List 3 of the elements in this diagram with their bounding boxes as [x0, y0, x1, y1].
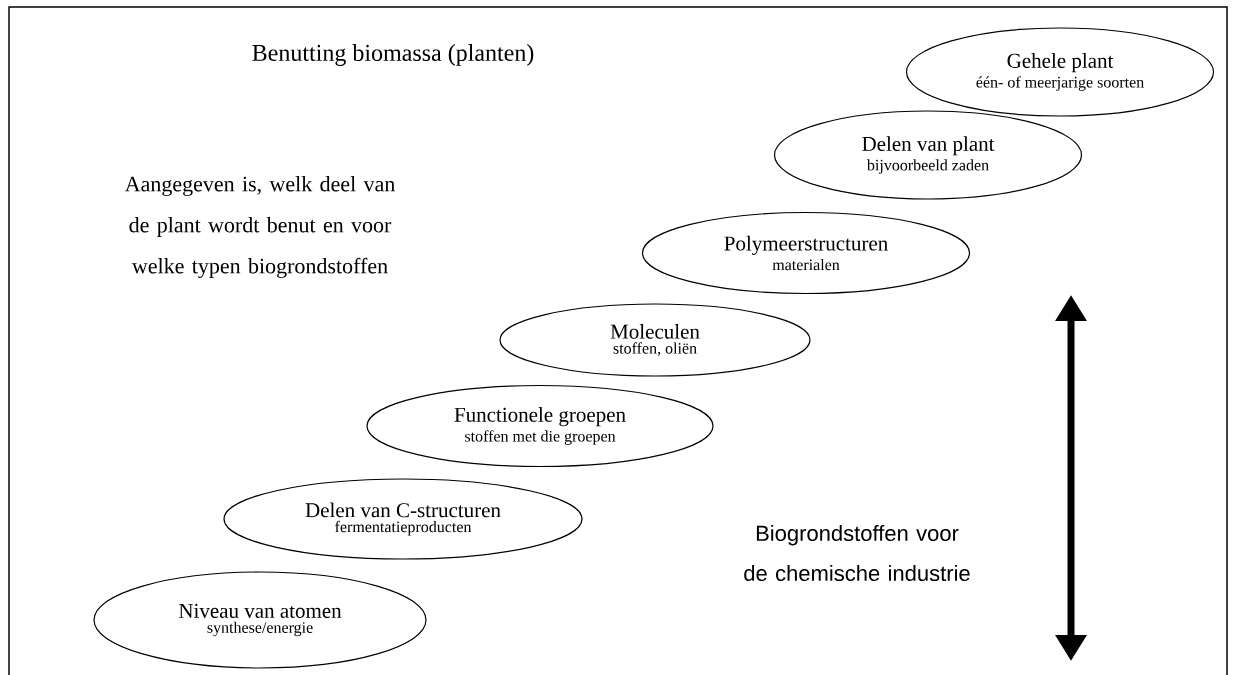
- side-label: Biogrondstoffen voor de chemische industrie: [744, 524, 970, 582]
- note-text: Aangegeven is, welk deel van de plant wordt benut en voor welke typen biogrondstoffen: [124, 176, 395, 278]
- title: Benutting biomassa (planten): [252, 44, 534, 66]
